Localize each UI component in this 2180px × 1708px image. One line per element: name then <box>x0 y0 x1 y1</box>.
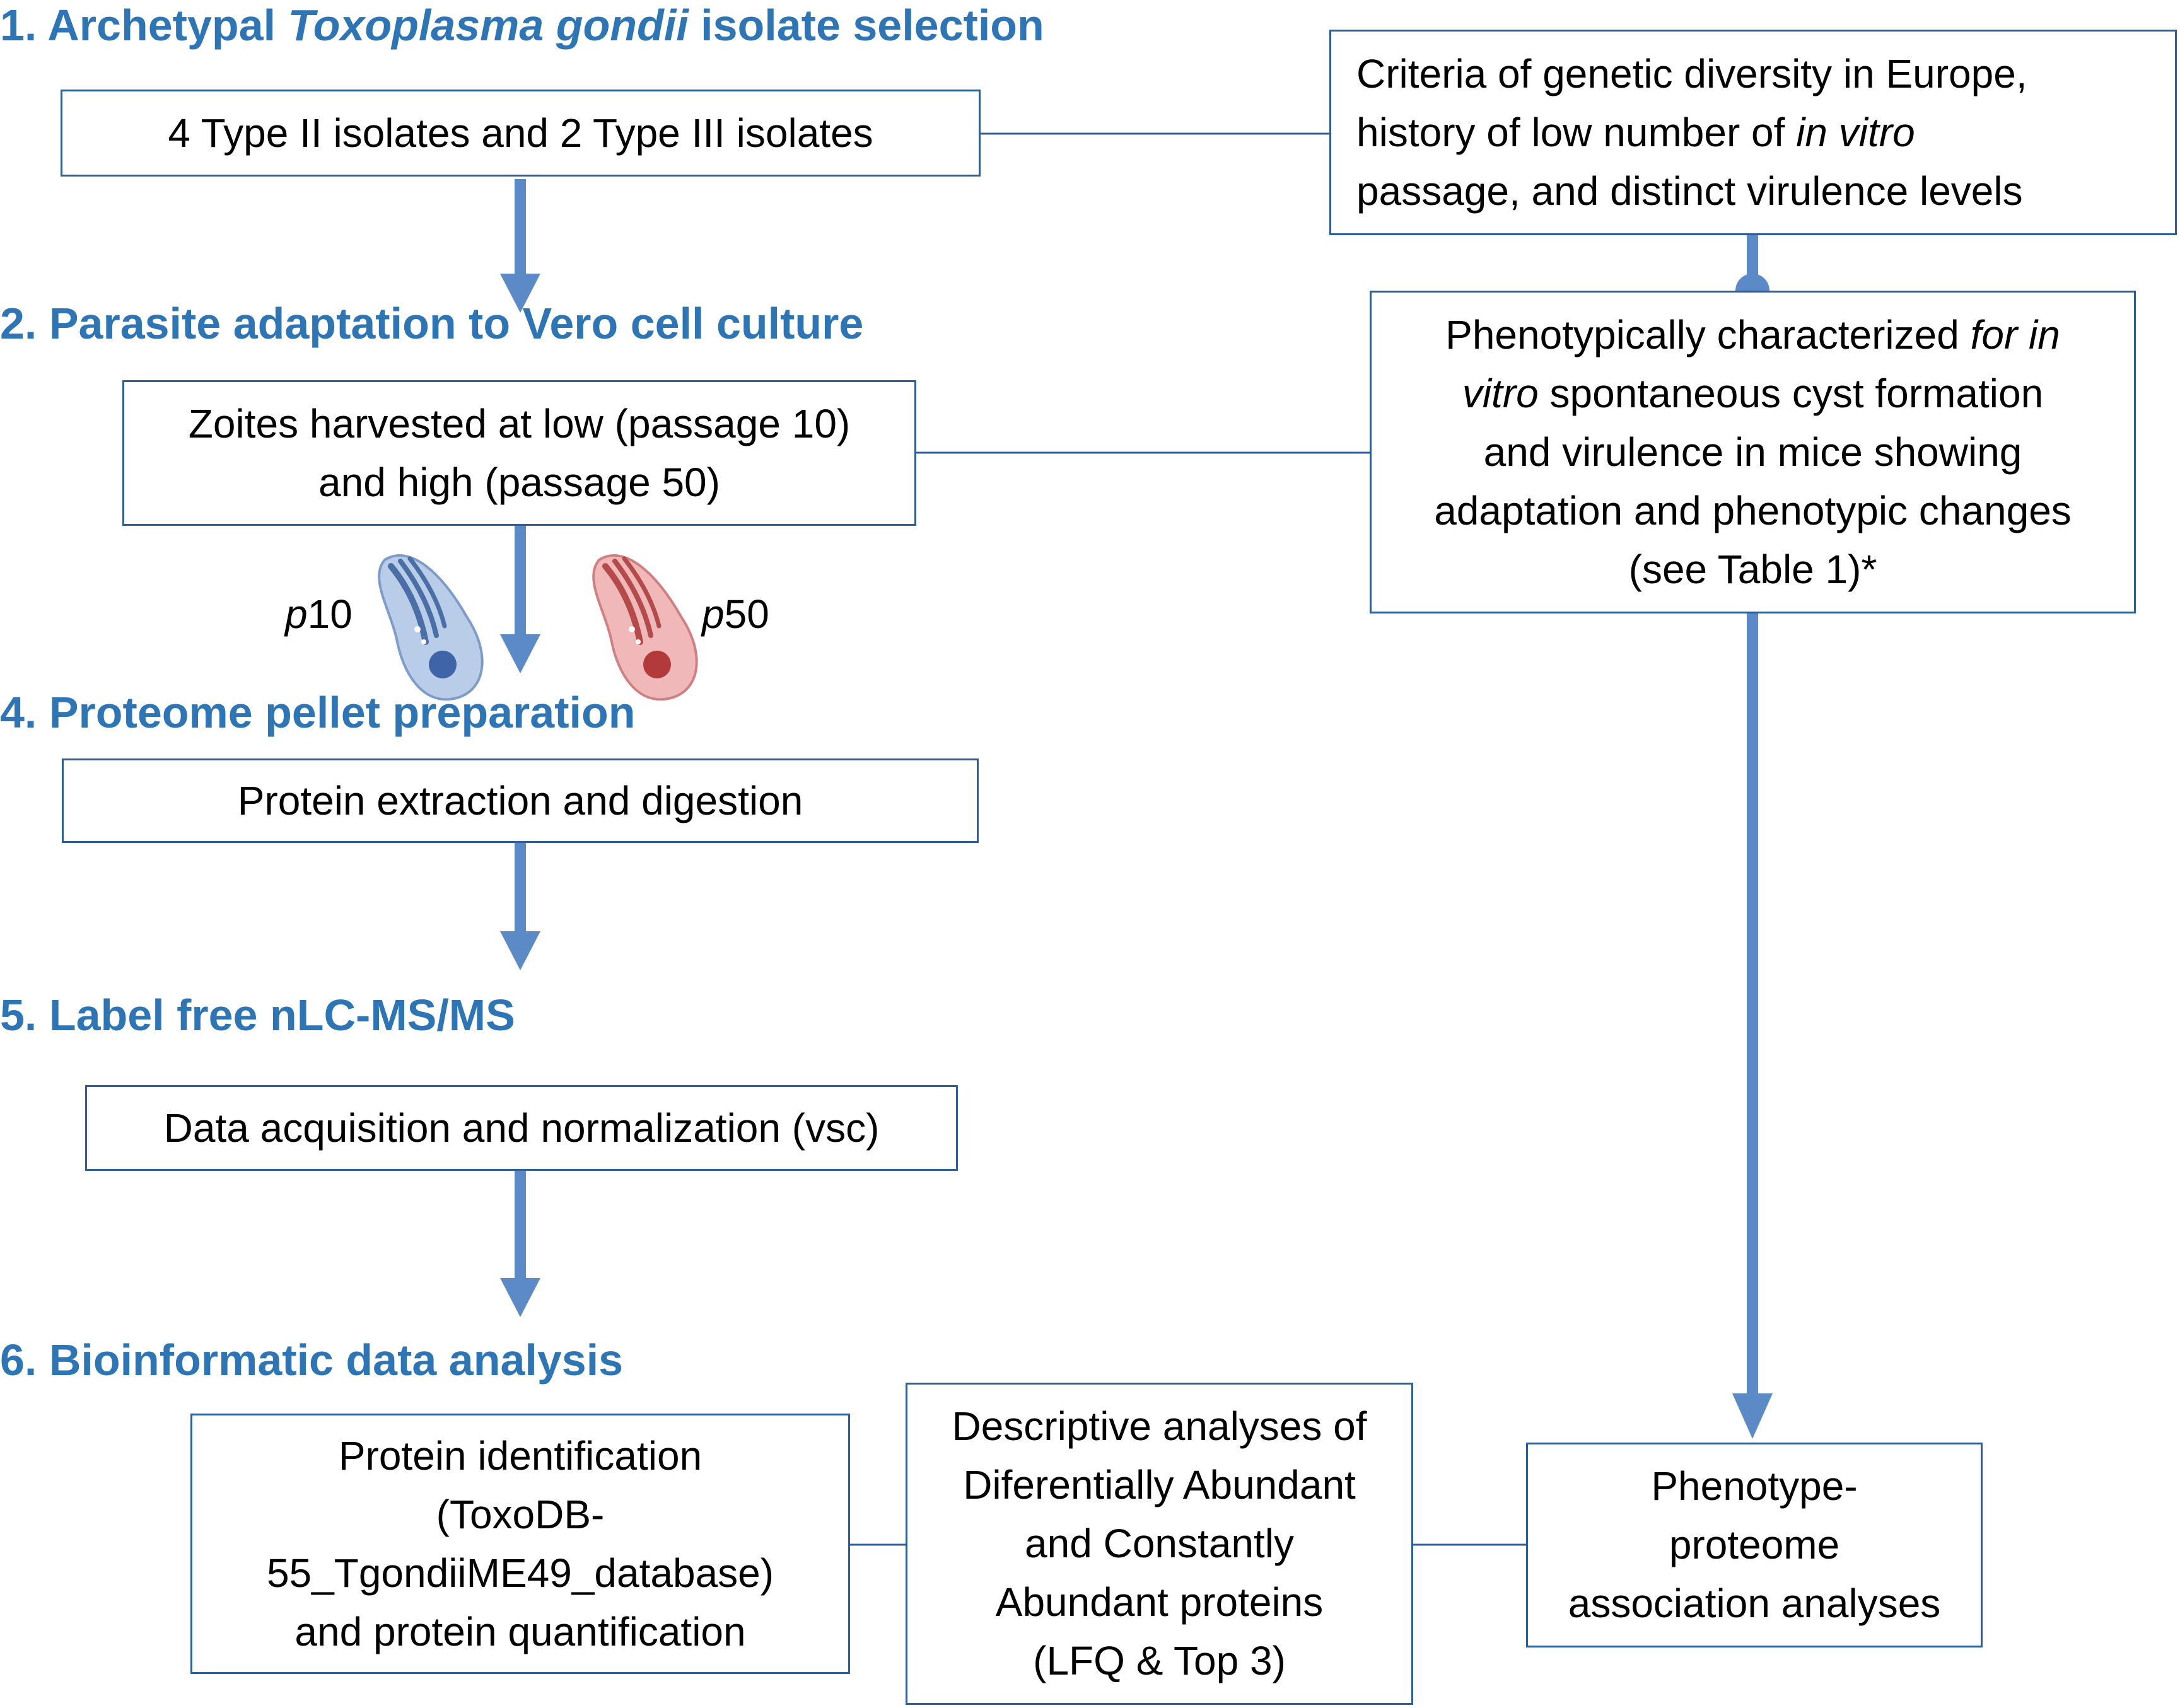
arrow-step4-to-step5 <box>500 843 540 970</box>
isolates-box: 4 Type II isolates and 2 Type III isolat… <box>61 90 981 177</box>
descriptive-line2: Diferentially Abundant <box>963 1462 1356 1508</box>
association-line3: association analyses <box>1568 1581 1941 1626</box>
arrow-step2-to-step4 <box>500 526 540 673</box>
association-analyses-text: Phenotype- proteome association analyses <box>1541 1457 1968 1633</box>
association-line2: proteome <box>1669 1522 1840 1567</box>
criteria-text: Criteria of genetic diversity in Europe,… <box>1356 45 2150 221</box>
isolates-text: 4 Type II isolates and 2 Type III isolat… <box>168 110 873 156</box>
protein-identification-text: Protein identification (ToxoDB- 55_Tgond… <box>205 1427 836 1661</box>
arrow-phenotypic-to-association <box>1732 613 1773 1439</box>
protein-identification-line3: 55_TgondiiME49_database) <box>266 1550 774 1596</box>
protein-identification-line2: (ToxoDB- <box>436 1491 605 1537</box>
arrow-step1-to-step2 <box>500 179 540 313</box>
phenotypic-text: Phenotypically characterized for in vitr… <box>1384 306 2121 599</box>
phenotypic-line2-text: spontaneous cyst formation <box>1538 370 2044 416</box>
phenotypic-line5: (see Table 1)* <box>1628 546 1877 592</box>
phenotypic-line3: and virulence in mice showing <box>1483 429 2022 475</box>
data-acquisition-text: Data acquisition and normalization (vsc) <box>163 1105 880 1151</box>
step4-heading: 4. Proteome pellet preparation <box>0 688 636 737</box>
criteria-line2: history of low number of in vitro <box>1356 103 2150 162</box>
phenotypic-line1-italic: for in <box>1970 311 2060 357</box>
step1-heading: 1. Archetypal Toxoplasma gondii isolate … <box>0 3 1044 47</box>
protein-extraction-box: Protein extraction and digestion <box>62 758 979 843</box>
zoites-line1: Zoites harvested at low (passage 10) <box>188 400 851 446</box>
descriptive-analyses-text: Descriptive analyses of Diferentially Ab… <box>920 1397 1399 1690</box>
zoites-box: Zoites harvested at low (passage 10) and… <box>122 380 916 526</box>
descriptive-line1: Descriptive analyses of <box>952 1403 1367 1449</box>
phenotypic-line2: vitro spontaneous cyst formation <box>1384 364 2121 423</box>
phenotypic-box: Phenotypically characterized for in vitr… <box>1370 291 2136 613</box>
zoites-line2: and high (passage 50) <box>318 459 720 505</box>
protein-extraction-text: Protein extraction and digestion <box>237 777 803 823</box>
passage-label-high-p: p <box>702 591 725 637</box>
step1-heading-species: Toxoplasma gondii <box>288 1 689 50</box>
data-acquisition-box: Data acquisition and normalization (vsc) <box>85 1085 958 1171</box>
passage-label-high: p50 <box>702 594 769 634</box>
criteria-box: Criteria of genetic diversity in Europe,… <box>1329 30 2177 235</box>
descriptive-line3: and Constantly <box>1025 1521 1294 1566</box>
step6-heading: 6. Bioinformatic data analysis <box>0 1335 624 1385</box>
criteria-line2-italic: in vitro <box>1796 109 1915 155</box>
step2-heading: 2. Parasite adaptation to Vero cell cult… <box>0 299 864 348</box>
parasite-p50-icon <box>592 554 698 701</box>
protein-identification-line4: and protein quantification <box>294 1608 746 1654</box>
protein-identification-box: Protein identification (ToxoDB- 55_Tgond… <box>190 1414 850 1674</box>
parasite-p10-icon <box>378 554 484 701</box>
passage-label-high-num: 50 <box>724 591 769 637</box>
protein-identification-line1: Protein identification <box>338 1432 702 1479</box>
phenotypic-line2-italic: vitro <box>1462 370 1539 416</box>
descriptive-line4: Abundant proteins <box>995 1579 1324 1625</box>
criteria-line1: Criteria of genetic diversity in Europe, <box>1356 50 2027 96</box>
arrow-step5-to-step6 <box>500 1171 540 1317</box>
descriptive-analyses-box: Descriptive analyses of Diferentially Ab… <box>906 1383 1413 1705</box>
passage-label-low: p10 <box>285 594 353 634</box>
zoites-text: Zoites harvested at low (passage 10) and… <box>137 395 902 512</box>
association-line1: Phenotype- <box>1651 1463 1858 1509</box>
criteria-line3: passage, and distinct virulence levels <box>1356 168 2023 214</box>
step5-heading: 5. Label free nLC-MS/MS <box>0 991 515 1040</box>
association-analyses-box: Phenotype- proteome association analyses <box>1526 1443 1983 1647</box>
descriptive-line5: (LFQ & Top 3) <box>1033 1638 1286 1683</box>
step1-heading-prefix: 1. Archetypal <box>0 1 288 50</box>
phenotypic-line1-text: Phenotypically characterized <box>1445 311 1971 357</box>
passage-label-low-p: p <box>285 591 308 637</box>
passage-label-low-num: 10 <box>307 591 353 637</box>
phenotypic-line4: adaptation and phenotypic changes <box>1434 487 2072 533</box>
step1-heading-suffix: isolate selection <box>688 1 1044 50</box>
criteria-line2-text: history of low number of <box>1356 109 1797 155</box>
phenotypic-line1: Phenotypically characterized for in <box>1384 306 2121 364</box>
